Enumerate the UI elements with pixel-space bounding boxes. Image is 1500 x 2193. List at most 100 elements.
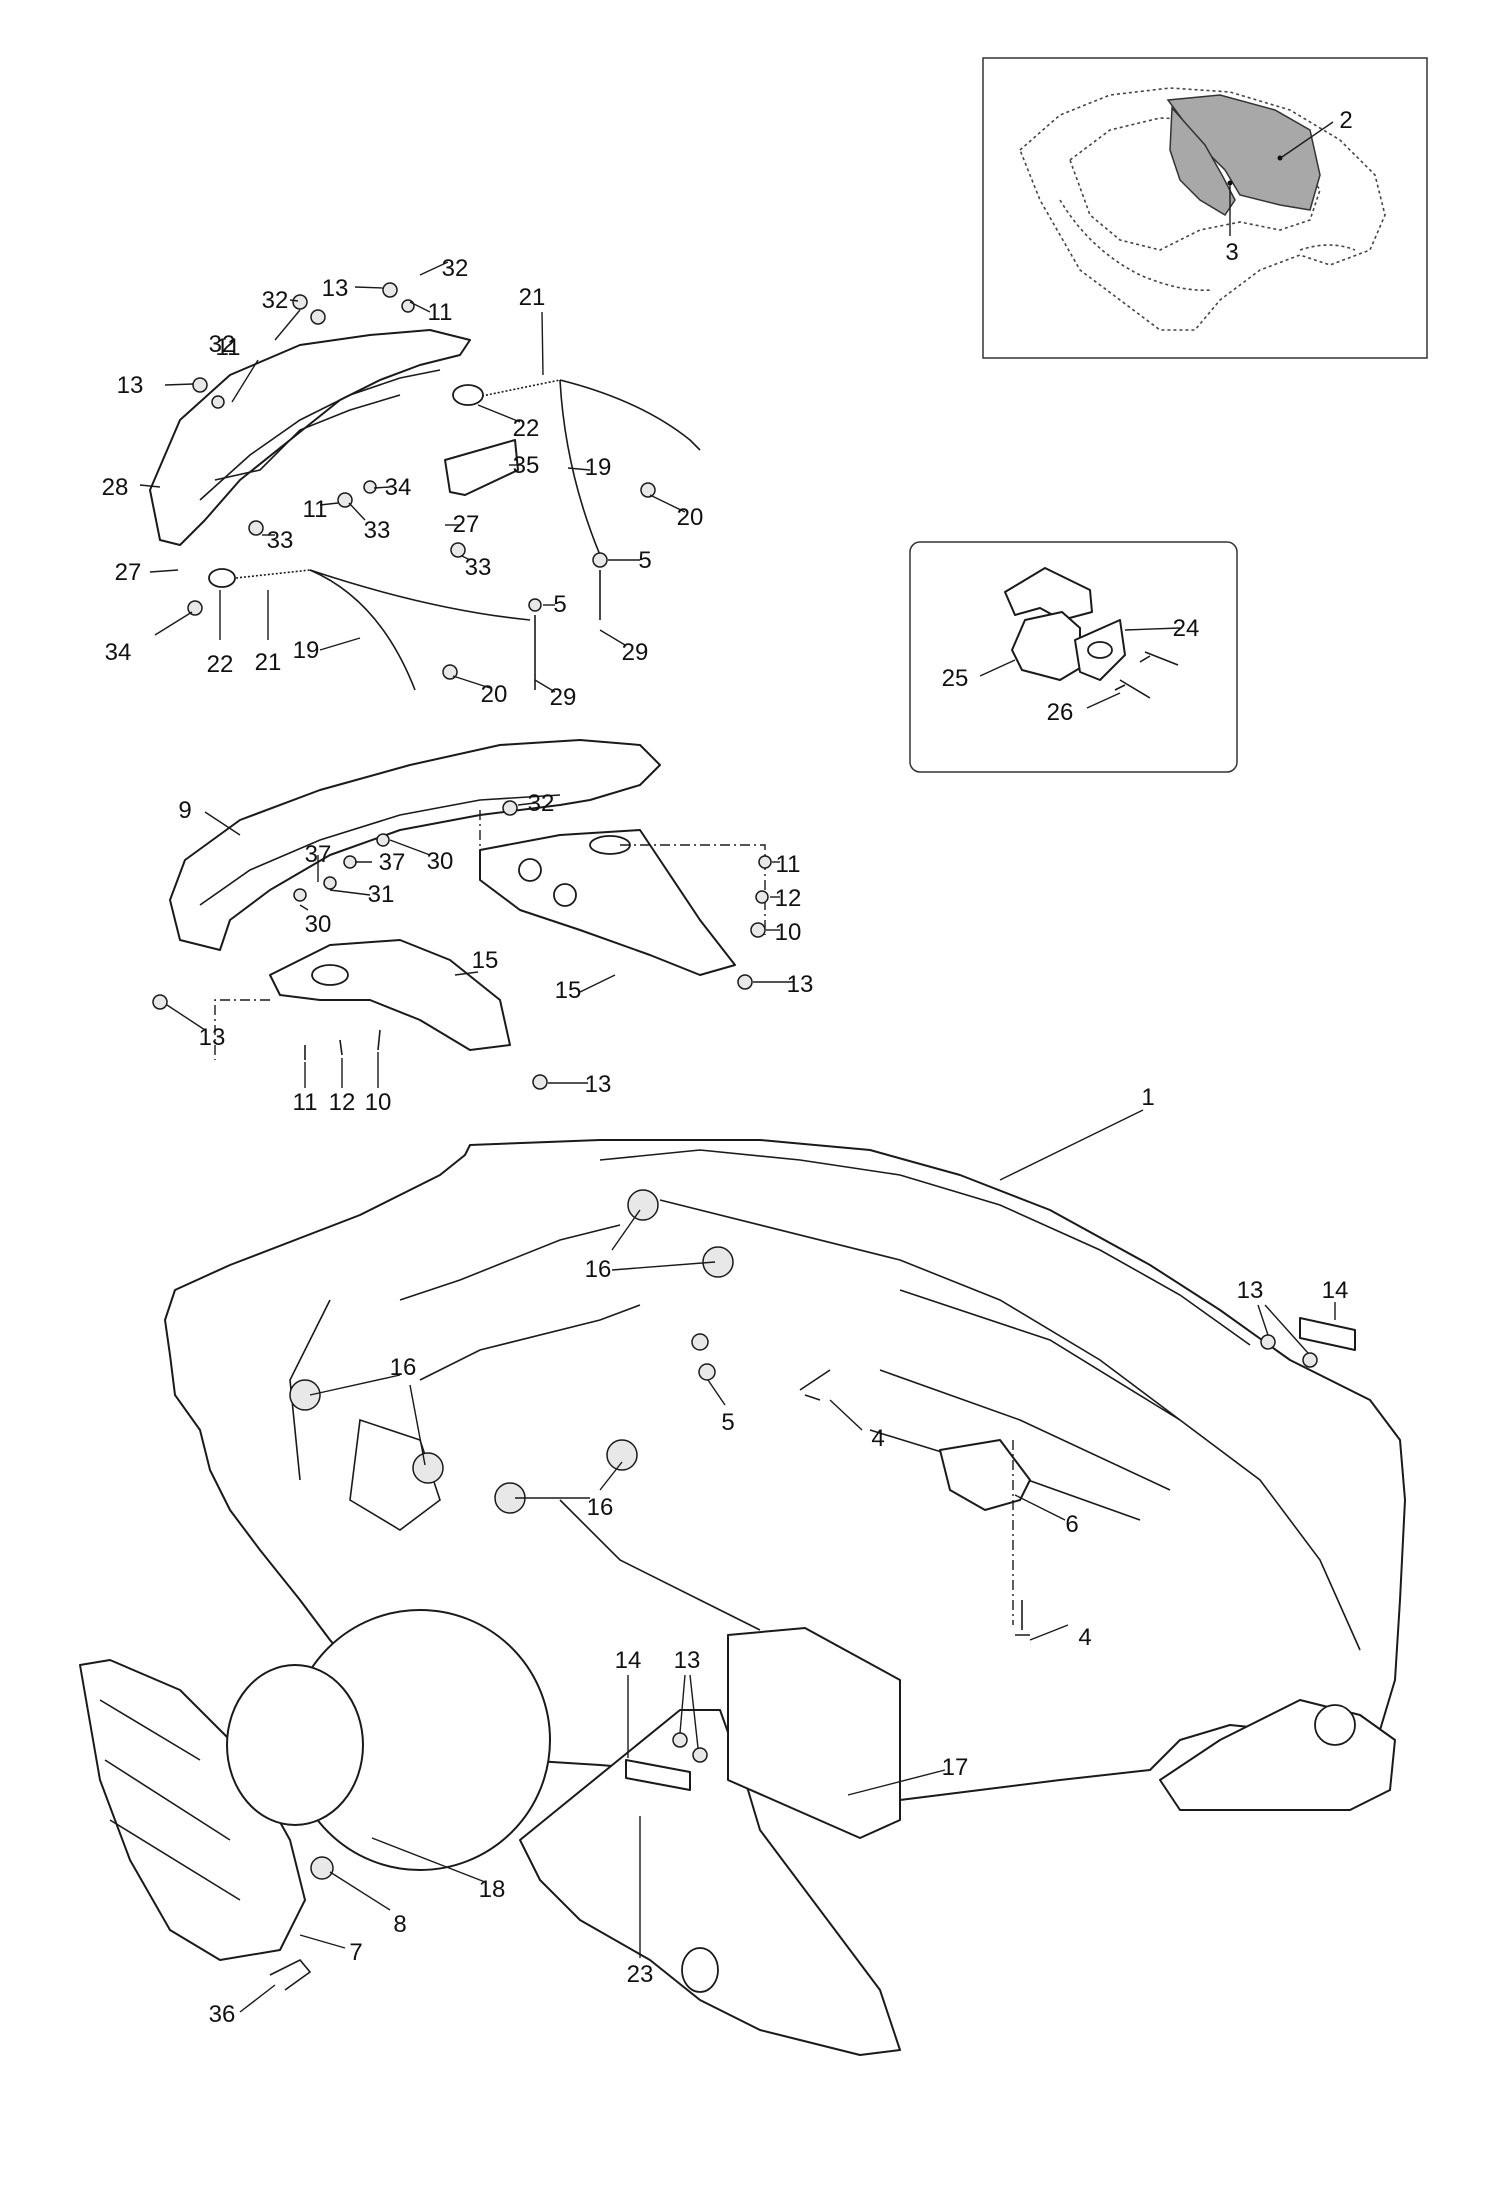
front-bumper-assembly xyxy=(139,261,701,693)
callout-c12b: 12 xyxy=(329,1089,356,1116)
leader-16a xyxy=(611,1209,641,1251)
callout-c5a: 5 xyxy=(638,547,651,574)
leader-13a xyxy=(164,383,194,386)
leader-6 xyxy=(1014,1494,1066,1521)
bolt-33 xyxy=(248,520,264,536)
bolt-31 xyxy=(323,876,337,890)
nut-32 xyxy=(292,294,308,310)
leader-19a xyxy=(567,467,591,471)
bumper-9 xyxy=(169,739,661,951)
callout-c13b: 13 xyxy=(322,275,349,302)
callout-c17: 17 xyxy=(942,1754,969,1781)
callout-c7: 7 xyxy=(349,1939,362,1966)
callout-c16a: 16 xyxy=(585,1256,612,1283)
part-3-dot xyxy=(1227,180,1233,186)
callout-c10b: 10 xyxy=(365,1089,392,1116)
leader-13l1 xyxy=(679,1674,686,1734)
leader-16f xyxy=(599,1461,623,1491)
leader-27b xyxy=(149,569,179,573)
inset-bracket xyxy=(909,541,1238,773)
callout-c13c: 13 xyxy=(787,971,814,998)
nut-13m3 xyxy=(532,1074,548,1090)
callout-c1: 1 xyxy=(1141,1084,1154,1111)
leader-26 xyxy=(1086,692,1121,709)
leader-32c xyxy=(419,261,449,276)
leader-13r1 xyxy=(1257,1304,1269,1336)
spring-hook-bottom xyxy=(208,568,236,588)
callout-c33b: 33 xyxy=(364,517,391,544)
nut-13b xyxy=(382,282,398,298)
leader-29a xyxy=(599,629,626,646)
callout-c14b: 14 xyxy=(615,1647,642,1674)
spacer-30b xyxy=(293,888,307,902)
belly-pan-groove-2 xyxy=(879,1369,1171,1491)
washer-11b xyxy=(401,299,415,313)
callout-c2: 2 xyxy=(1339,107,1352,134)
belly-pan-left-rib xyxy=(289,1299,331,1481)
nut-13r1 xyxy=(1260,1334,1276,1350)
cable-19-upper xyxy=(559,379,701,451)
leader-4a xyxy=(829,1399,863,1431)
callout-c13e: 13 xyxy=(585,1071,612,1098)
leader-21a xyxy=(541,311,544,376)
callout-c37a: 37 xyxy=(379,849,406,876)
callout-c27b: 27 xyxy=(115,559,142,586)
centerline-left xyxy=(214,999,270,1060)
callout-c13f: 13 xyxy=(1237,1277,1264,1304)
callout-c33a: 33 xyxy=(267,527,294,554)
callout-c20a: 20 xyxy=(677,504,704,531)
leader-18 xyxy=(371,1837,486,1883)
callout-c16b: 16 xyxy=(390,1354,417,1381)
inset-hood-overview xyxy=(982,57,1428,359)
callout-c18: 18 xyxy=(479,1876,506,1903)
leader-36 xyxy=(239,1984,276,2013)
leader-11c xyxy=(319,502,339,506)
callout-c30b: 30 xyxy=(305,911,332,938)
callout-c29a: 29 xyxy=(622,639,649,666)
bolt-10m xyxy=(750,922,766,938)
callout-c24: 24 xyxy=(1173,615,1200,642)
leader-34a xyxy=(373,486,391,489)
grommet-5c xyxy=(691,1333,709,1351)
washer-11 xyxy=(211,395,225,409)
leader-31 xyxy=(329,889,371,896)
disc-18 xyxy=(226,1664,364,1826)
callout-c11e: 11 xyxy=(303,496,328,523)
leader-16b xyxy=(611,1261,716,1271)
bumper-28-inner xyxy=(199,369,441,501)
callout-c15a: 15 xyxy=(472,947,499,974)
leader-34b xyxy=(154,611,193,636)
bumper-28-webs xyxy=(214,394,401,481)
callout-c25: 25 xyxy=(942,665,969,692)
nut-13l1 xyxy=(672,1732,688,1748)
nut-32m xyxy=(502,800,518,816)
callout-c11c: 11 xyxy=(428,299,453,326)
leader-7 xyxy=(299,1934,346,1949)
leaders-main xyxy=(239,1109,1336,2013)
belly-pan-floor-line xyxy=(659,1199,1361,1651)
callout-c28: 28 xyxy=(102,474,129,501)
callout-c31: 31 xyxy=(368,881,395,908)
cable-19-lower-b xyxy=(309,569,531,621)
callout-c21b: 21 xyxy=(255,649,282,676)
leader-33b xyxy=(348,502,366,521)
leader-29b xyxy=(534,679,556,693)
callout-c13g: 13 xyxy=(674,1647,701,1674)
leader-8 xyxy=(329,1871,391,1911)
leader-20b xyxy=(452,675,491,689)
leader-16c xyxy=(309,1374,401,1396)
pad-17 xyxy=(727,1627,901,1839)
grommet-5d xyxy=(698,1363,716,1381)
callout-c26: 26 xyxy=(1047,699,1074,726)
belly-pan-frame-front xyxy=(399,1224,621,1301)
callout-c3: 3 xyxy=(1225,239,1238,266)
leader-13r2 xyxy=(1264,1304,1309,1354)
callout-c37b: 37 xyxy=(305,841,332,868)
leader-28 xyxy=(139,484,161,488)
nut-13m xyxy=(152,994,168,1010)
leader-11b xyxy=(409,301,431,313)
plate-14-left xyxy=(625,1759,691,1791)
clip-36 xyxy=(269,1959,312,1991)
callout-c9: 9 xyxy=(178,797,191,824)
spring-21-lower xyxy=(235,569,311,579)
